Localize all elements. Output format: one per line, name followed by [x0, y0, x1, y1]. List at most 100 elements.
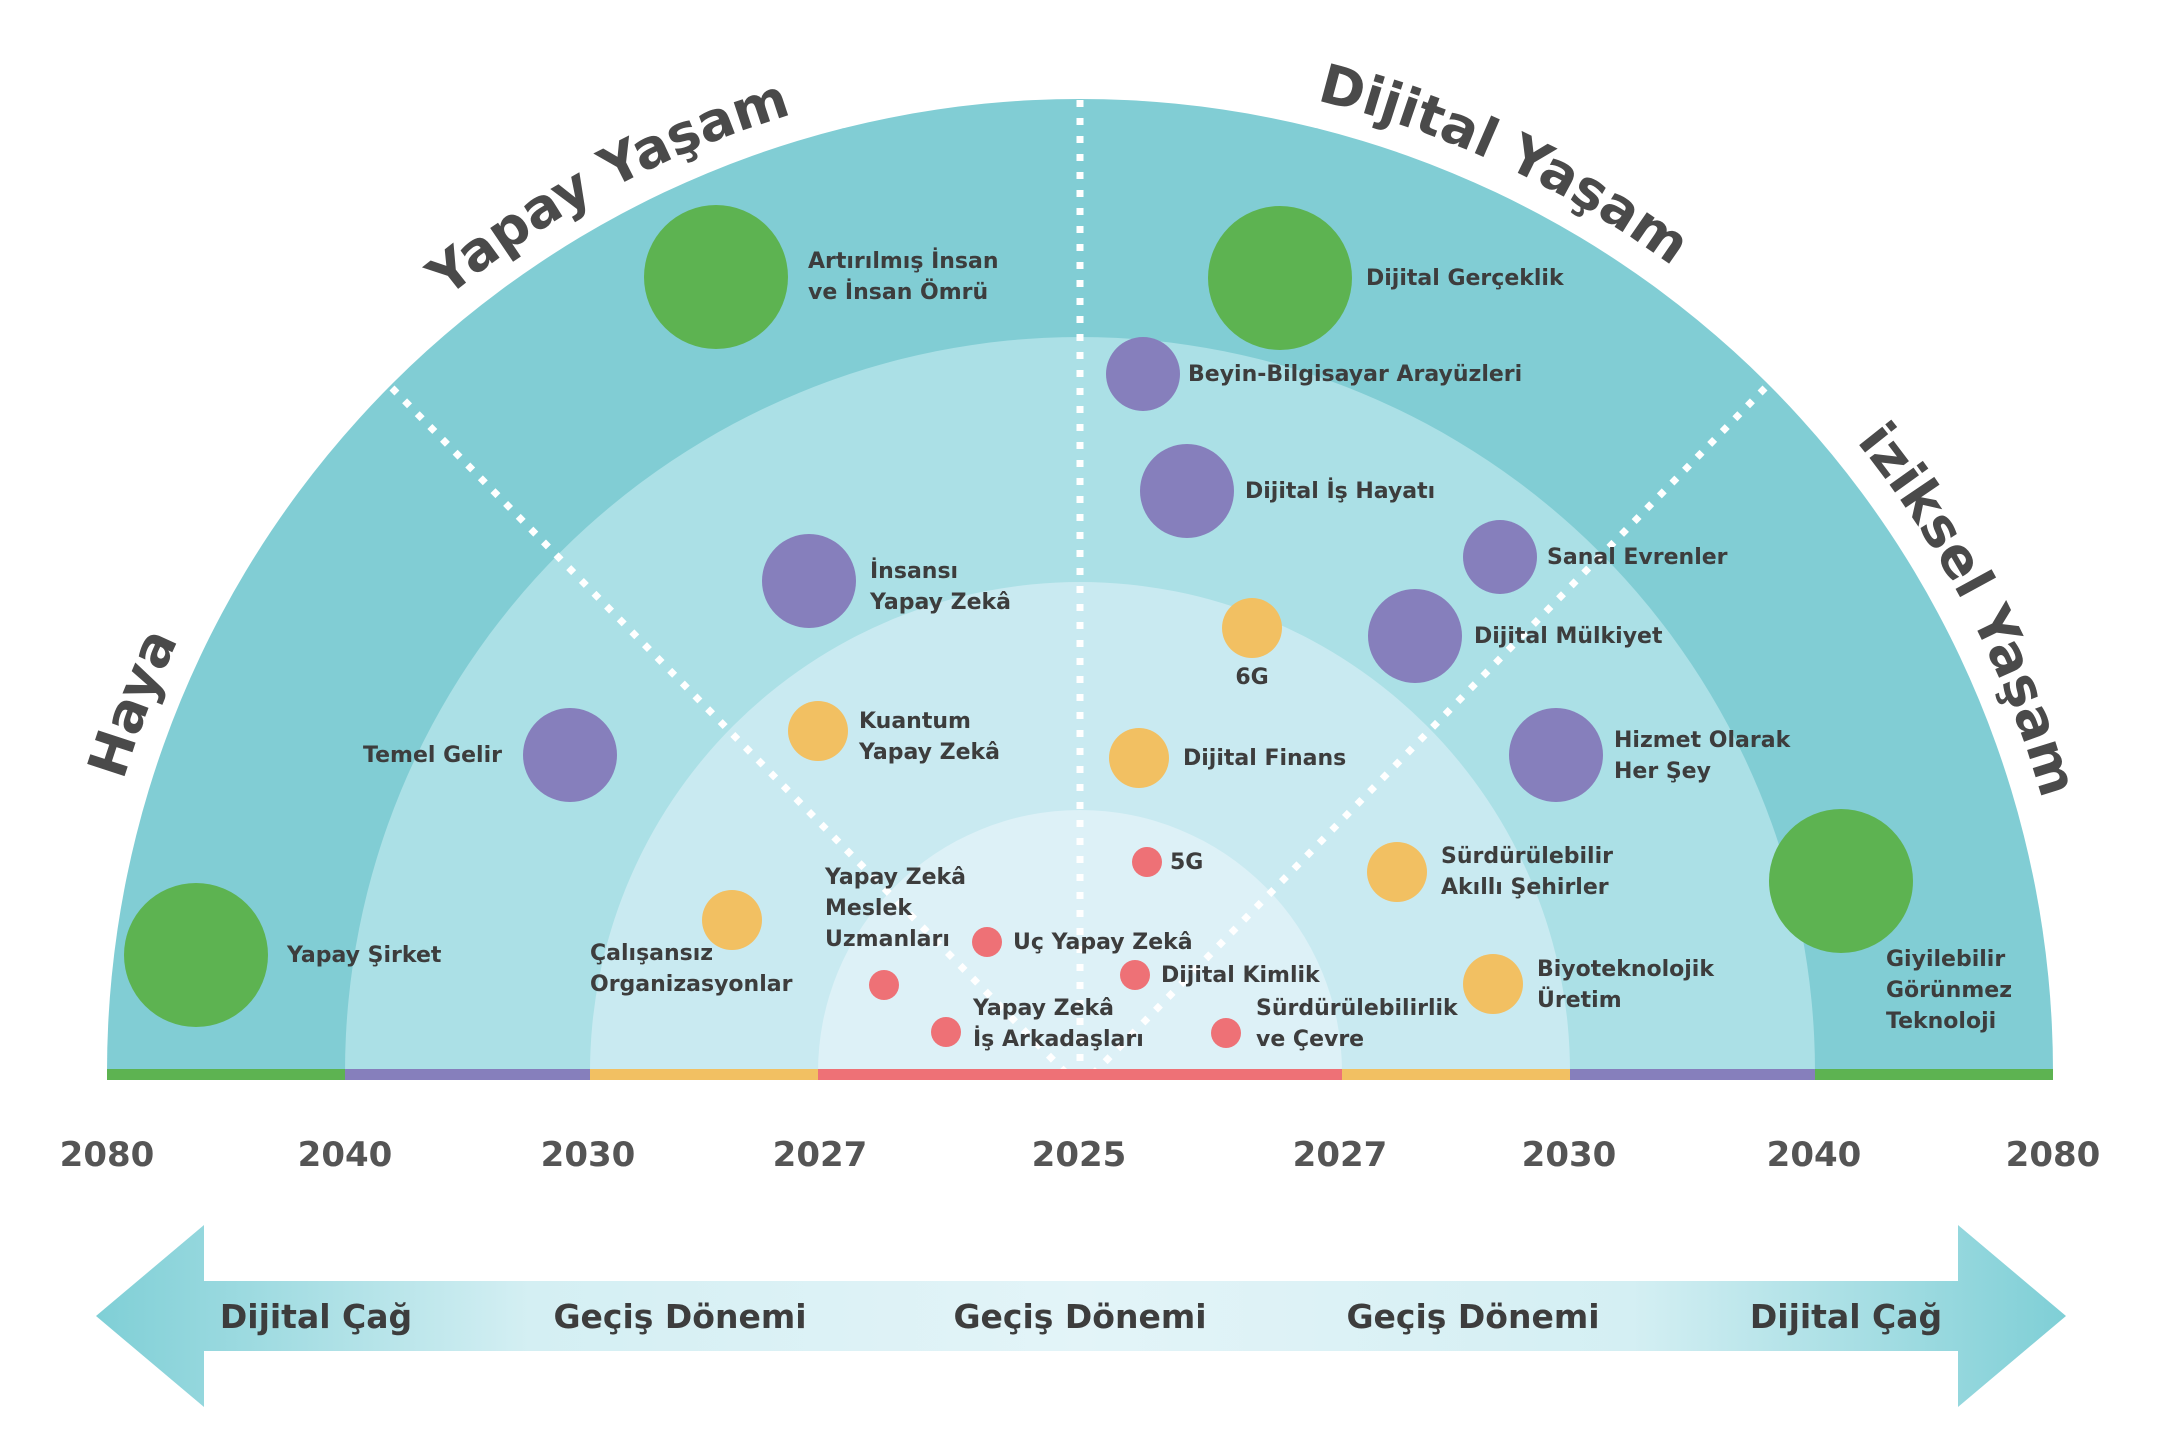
item-bubble — [1222, 598, 1282, 658]
baseline-segment — [107, 1069, 345, 1080]
technology-item: Sanal Evrenler — [1463, 520, 1728, 594]
baseline-segment — [345, 1069, 590, 1080]
technology-item: 6G — [1222, 598, 1282, 690]
item-label: Dijital Finans — [1183, 746, 1346, 771]
year-label: 2030 — [1522, 1135, 1617, 1175]
year-label: 2030 — [541, 1135, 636, 1175]
item-bubble — [762, 534, 856, 628]
quadrant-title-is-hayati: İş Hayatı — [0, 0, 190, 803]
item-label: 5G — [1170, 850, 1203, 875]
technology-item: Uç Yapay Zekâ — [972, 927, 1193, 957]
baseline-segment — [590, 1069, 818, 1080]
double-arrow-shape — [96, 1225, 2066, 1407]
technology-item: Beyin-Bilgisayar Arayüzleri — [1106, 337, 1522, 411]
item-label: Beyin-Bilgisayar Arayüzleri — [1188, 362, 1522, 387]
item-bubble — [1509, 708, 1603, 802]
year-label: 2027 — [773, 1135, 868, 1175]
item-bubble — [1132, 847, 1162, 877]
item-label: 6G — [1235, 665, 1268, 690]
year-label: 2040 — [298, 1135, 393, 1175]
item-bubble — [1463, 520, 1537, 594]
divider-line — [1092, 385, 1768, 1075]
era-label: Dijital Çağ — [1750, 1297, 1942, 1336]
technology-item: Dijital Kimlik — [1120, 960, 1321, 990]
item-label: Dijital Kimlik — [1161, 963, 1321, 988]
year-label: 2027 — [1293, 1135, 1388, 1175]
year-label: 2025 — [1032, 1135, 1127, 1175]
item-bubble — [1106, 337, 1180, 411]
quadrant-dividers — [389, 100, 1768, 1075]
item-label: Sanal Evrenler — [1547, 545, 1728, 570]
baseline-segment — [818, 1069, 1342, 1080]
item-label: Dijital İş Hayatı — [1245, 478, 1435, 504]
item-bubble — [1463, 954, 1523, 1014]
era-label: Geçiş Dönemi — [953, 1297, 1206, 1336]
item-label: Dijital Mülkiyet — [1474, 624, 1663, 649]
era-label: Geçiş Dönemi — [1346, 1297, 1599, 1336]
item-bubble — [1140, 444, 1234, 538]
item-bubble — [702, 890, 762, 950]
item-label: Dijital Gerçeklik — [1366, 266, 1565, 291]
item-bubble — [644, 205, 788, 349]
ring-inner — [818, 810, 1342, 1072]
item-bubble — [972, 927, 1002, 957]
item-bubble — [1109, 728, 1169, 788]
year-axis: 2080 2040 2030 2027 2025 2027 2030 2040 … — [60, 1135, 2101, 1175]
item-bubble — [1211, 1018, 1241, 1048]
baseline-segment — [1342, 1069, 1570, 1080]
era-label: Geçiş Dönemi — [553, 1297, 806, 1336]
item-bubble — [869, 970, 899, 1000]
technology-item: 5G — [1132, 847, 1203, 877]
item-bubble — [931, 1017, 961, 1047]
item-label: Temel Gelir — [363, 743, 502, 768]
item-bubble — [1208, 206, 1352, 350]
technology-item: Dijital Finans — [1109, 728, 1346, 788]
item-bubble — [788, 701, 848, 761]
era-label: Dijital Çağ — [220, 1297, 412, 1336]
baseline-bar — [107, 1069, 2053, 1080]
year-label: 2080 — [2006, 1135, 2101, 1175]
item-bubble — [1368, 589, 1462, 683]
item-bubble — [124, 883, 268, 1027]
baseline-segment — [1815, 1069, 2053, 1080]
technology-item: Dijital Gerçeklik — [1208, 206, 1565, 350]
item-bubble — [1769, 809, 1913, 953]
item-label: Uç Yapay Zekâ — [1013, 930, 1193, 955]
item-label: Yapay Şirket — [286, 943, 442, 968]
baseline-segment — [1570, 1069, 1815, 1080]
technology-item: Temel Gelir — [363, 708, 617, 802]
item-bubble — [523, 708, 617, 802]
item-bubble — [1367, 842, 1427, 902]
technology-item: Yapay Şirket — [124, 883, 442, 1027]
technology-item: Dijital Mülkiyet — [1368, 589, 1663, 683]
item-bubble — [1120, 960, 1150, 990]
year-label: 2080 — [60, 1135, 155, 1175]
technology-item: Dijital İş Hayatı — [1140, 444, 1435, 538]
year-label: 2040 — [1767, 1135, 1862, 1175]
era-arrow: Dijital Çağ Geçiş Dönemi Geçiş Dönemi Ge… — [96, 1225, 2066, 1407]
